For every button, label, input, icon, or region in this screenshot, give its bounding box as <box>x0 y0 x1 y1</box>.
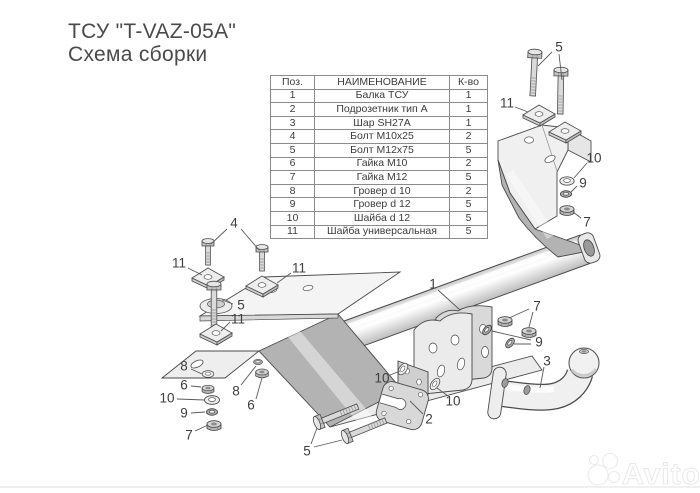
universal-washer-right-a <box>522 104 556 127</box>
attachment-plates <box>413 305 493 396</box>
callout-11: 11 <box>172 256 186 271</box>
callout-leader <box>437 289 461 311</box>
callout-leader <box>220 321 231 332</box>
table-cell: 5 <box>449 224 488 240</box>
callout-leader <box>436 387 449 397</box>
callout-6: 6 <box>180 378 188 393</box>
callout-10: 10 <box>586 151 601 166</box>
callout-leader <box>210 228 228 245</box>
callout-leader <box>572 211 582 219</box>
callout-leader <box>221 299 234 305</box>
nut-m12-right <box>559 205 575 217</box>
grover-d12-left <box>205 408 219 416</box>
callout-2: 2 <box>425 412 433 427</box>
washer-d12-right <box>559 176 575 186</box>
table-cell: Шайба универсальная <box>314 224 450 240</box>
avito-logo-icon <box>587 453 620 486</box>
ball-coupler <box>487 347 600 420</box>
page-title: ТСУ "T-VAZ-05A"Схема сборки <box>68 20 236 66</box>
callout-leader <box>528 311 534 328</box>
table-cell: 1 <box>449 115 488 131</box>
callout-10: 10 <box>159 391 174 406</box>
grover-d10-face <box>253 359 263 365</box>
hitch-ball <box>568 347 600 379</box>
callout-9: 9 <box>180 406 188 421</box>
callout-leader <box>409 400 424 415</box>
callout-leader <box>187 267 203 276</box>
callout-11: 11 <box>231 312 245 327</box>
callout-leader <box>558 53 563 81</box>
callout-10: 10 <box>374 371 389 386</box>
universal-washer-left-c <box>199 323 233 346</box>
callout-leader <box>514 106 529 113</box>
callout-leader <box>570 185 578 193</box>
callout-10: 10 <box>445 394 460 409</box>
callout-leader <box>194 424 209 432</box>
callout-leader <box>276 272 292 284</box>
callout-9: 9 <box>535 335 543 350</box>
callout-8: 8 <box>180 359 188 374</box>
left-bracket <box>160 271 403 428</box>
table-header-row: Поз. НАИМЕНОВАНИЕ К-во <box>270 75 488 90</box>
table-cell: 1 <box>449 102 488 117</box>
callout-leader <box>240 228 260 251</box>
avito-watermark: Avito <box>587 453 700 492</box>
washer-d12-left <box>204 395 220 405</box>
callout-7: 7 <box>533 299 541 314</box>
bolt-m12-right-b <box>552 66 569 115</box>
callout-11: 11 <box>292 261 306 276</box>
callout-7: 7 <box>583 215 591 230</box>
callout-leader <box>537 51 553 67</box>
callout-leader <box>190 411 206 414</box>
grover-d12-right <box>560 190 572 198</box>
beam-end-cap <box>577 232 601 264</box>
callout-11: 11 <box>500 96 514 111</box>
avito-watermark-text: Avito <box>622 458 700 491</box>
callout-leader <box>573 162 588 179</box>
callout-leader <box>190 368 203 375</box>
callout-4: 4 <box>230 216 238 231</box>
callout-leader <box>491 330 532 341</box>
title-line-1: ТСУ "T-VAZ-05A" <box>68 20 237 43</box>
grover-d10-left <box>201 370 215 378</box>
callout-1: 1 <box>429 277 437 292</box>
bolt-m12-right-a <box>525 48 543 97</box>
nut-m12-left <box>206 420 222 432</box>
callout-leader <box>539 366 545 389</box>
callout-leader <box>240 365 257 386</box>
nut-m10-face <box>255 368 269 379</box>
table-cell: 2 <box>449 156 488 172</box>
nut-m12-mid-a <box>497 316 513 328</box>
callout-leader <box>508 308 530 319</box>
callout-leader <box>310 427 318 445</box>
callout-leader <box>176 398 206 401</box>
callout-5: 5 <box>555 40 563 55</box>
title-line-2: Схема сборки <box>68 43 208 66</box>
nut-m10-left <box>201 384 215 395</box>
nut-m12-mid-b <box>521 327 537 339</box>
callout-leader <box>389 370 401 376</box>
callout-leader <box>313 439 343 448</box>
callout-6: 6 <box>247 398 255 413</box>
grover-d12-mid-b <box>503 336 517 350</box>
callout-5: 5 <box>303 444 311 459</box>
callout-leader <box>190 385 202 388</box>
callout-8: 8 <box>232 384 240 399</box>
callout-3: 3 <box>543 354 551 369</box>
callout-9: 9 <box>579 176 587 191</box>
callout-5: 5 <box>237 298 245 313</box>
callout-leader <box>255 377 263 400</box>
right-bracket <box>497 124 592 258</box>
callout-7: 7 <box>185 428 193 443</box>
